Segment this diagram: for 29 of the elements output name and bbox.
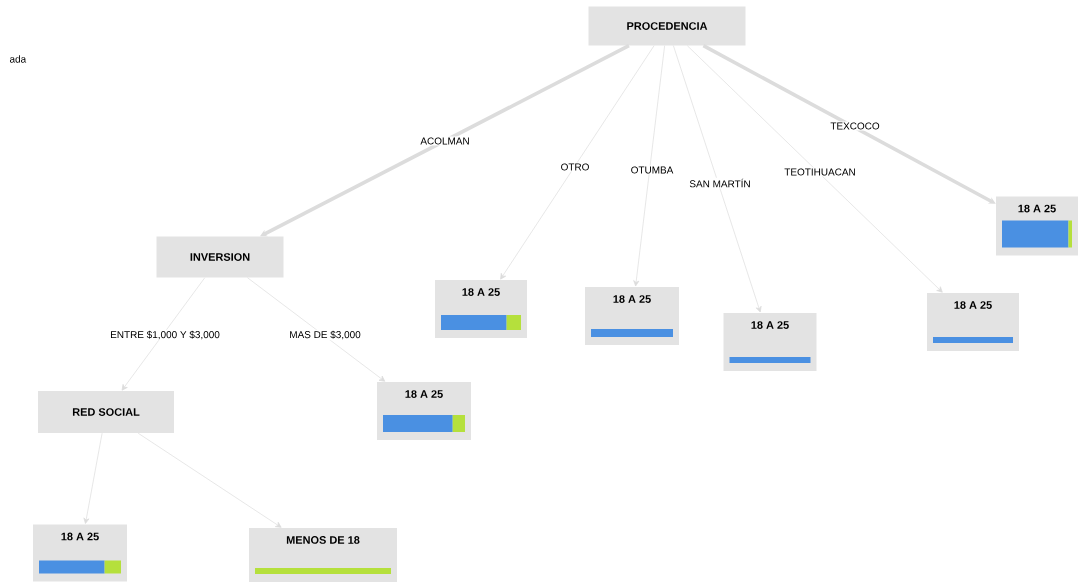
arrow bbox=[633, 45, 665, 287]
arrow bbox=[702, 44, 996, 204]
arrow bbox=[83, 432, 103, 524]
arrow bbox=[673, 45, 762, 313]
edge-label: OTRO bbox=[559, 162, 591, 172]
edge-label: SAN MARTÍN bbox=[688, 177, 752, 189]
edge-label: ENTRE $1,000 Y $3,000 bbox=[109, 329, 221, 341]
leaf-box: 18 A 25 bbox=[996, 196, 1078, 256]
decision-box: RED SOCIAL bbox=[38, 391, 174, 433]
leaf-box: 18 A 25 bbox=[723, 313, 817, 371]
leaf-box: 18 A 25 bbox=[33, 524, 127, 582]
leaf-box: 18 A 25 bbox=[377, 382, 471, 440]
arrow bbox=[500, 45, 655, 280]
leaf-box: MENOS DE 18 bbox=[249, 528, 397, 582]
edge-label: TEOTIHUACAN bbox=[783, 167, 857, 177]
edge-label: TEXCOCO bbox=[829, 121, 881, 131]
arrow bbox=[686, 45, 943, 293]
edge-label: ACOLMAN bbox=[419, 136, 471, 146]
arrow bbox=[247, 277, 386, 382]
leaf-box: 18 A 25 bbox=[435, 280, 527, 338]
arrow bbox=[121, 277, 206, 391]
edge-label: MAS DE $3,000 bbox=[288, 329, 362, 341]
leaf-box: 18 A 25 bbox=[927, 293, 1019, 351]
leaf-box: 18 A 25 bbox=[585, 287, 679, 345]
decision-box: INVERSION bbox=[156, 236, 284, 278]
arrow bbox=[137, 432, 282, 528]
note-text: ada bbox=[9, 55, 27, 63]
edge-label: OTUMBA bbox=[629, 165, 675, 175]
decision-box: PROCEDENCIA bbox=[588, 6, 746, 46]
